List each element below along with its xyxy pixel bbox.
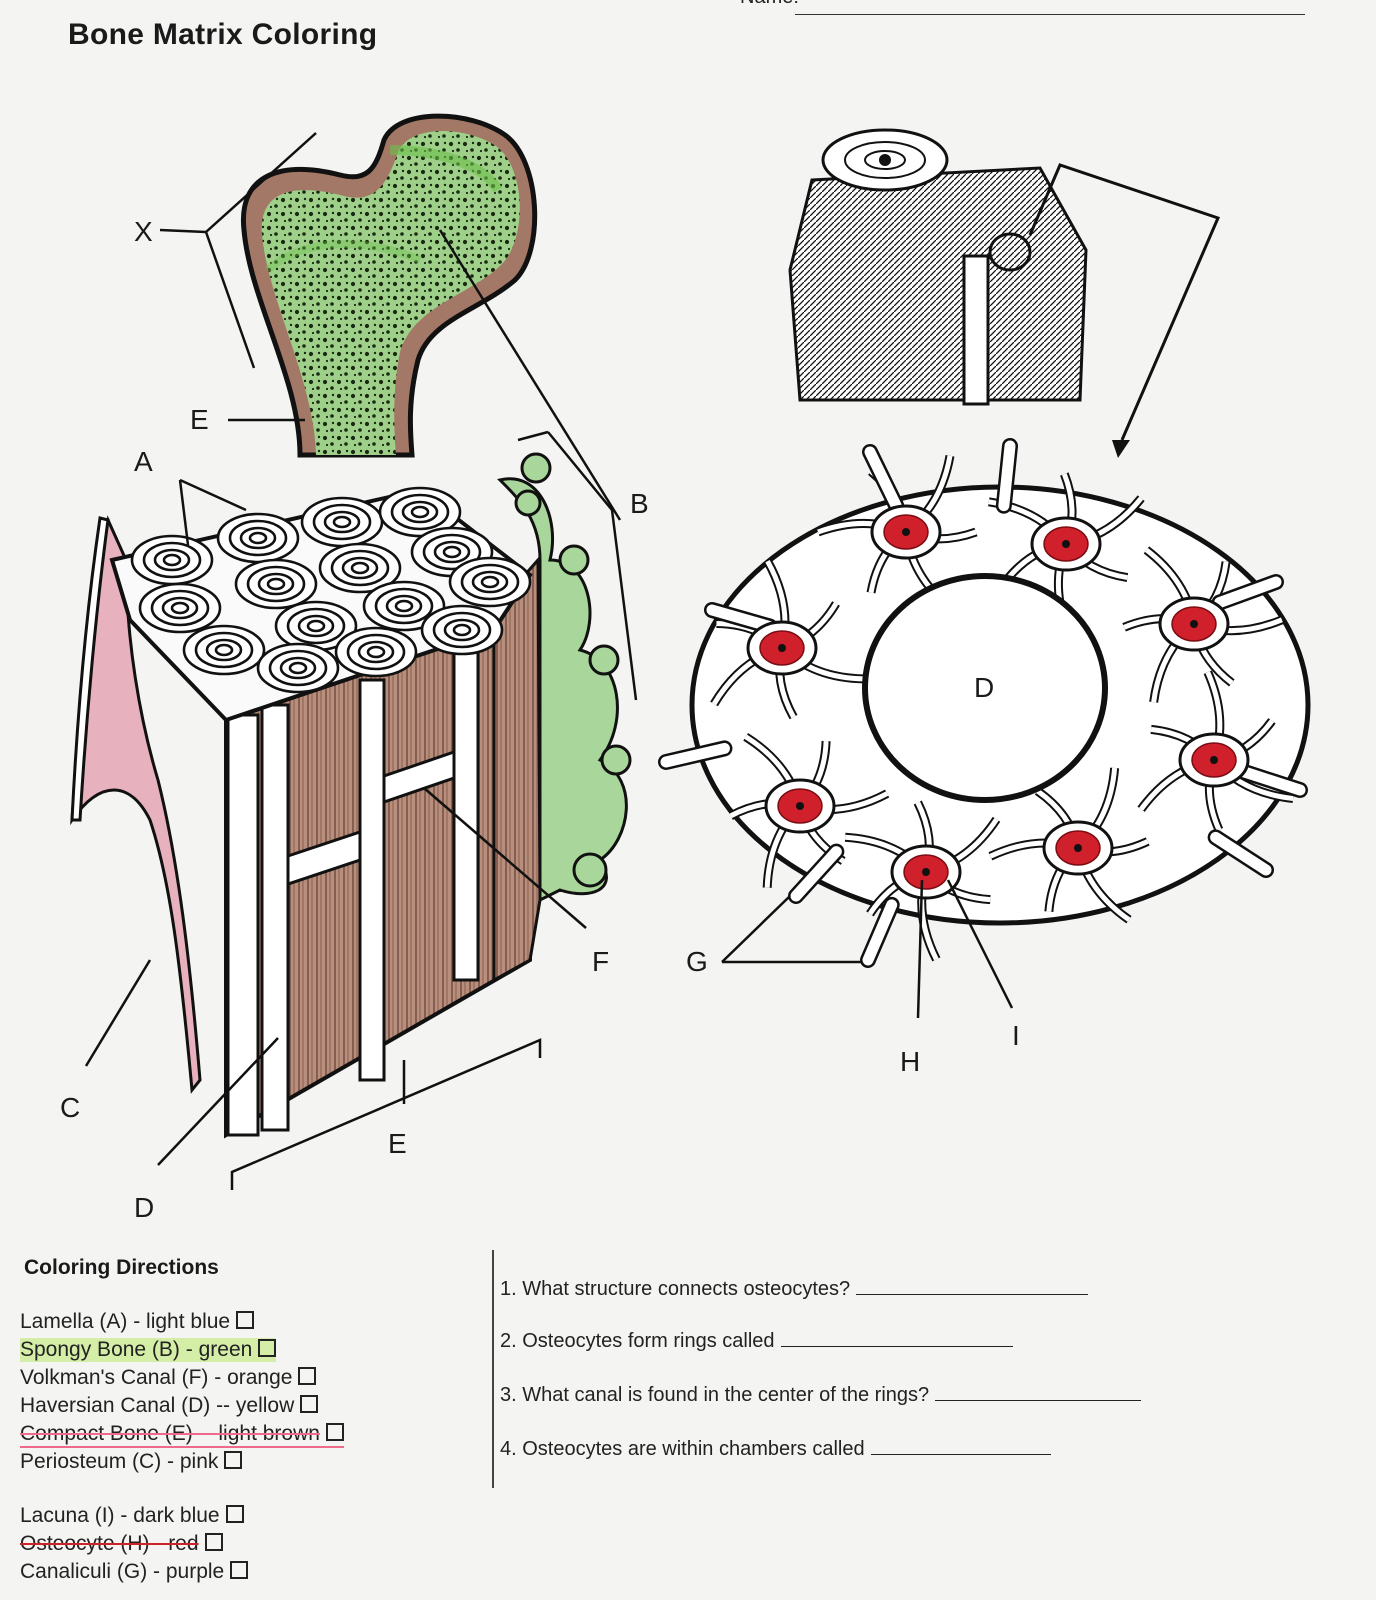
osteon-cross-section bbox=[658, 438, 1311, 1019]
osteocyte-in-lacuna bbox=[1042, 820, 1114, 876]
direction-compact-bone: Compact Bone (E) -- light brown bbox=[20, 1422, 344, 1448]
osteon-ring bbox=[448, 556, 532, 608]
osteon-ring bbox=[256, 642, 340, 694]
direction-text: Volkman's Canal (F) - orange bbox=[20, 1366, 293, 1389]
osteon-ring bbox=[130, 534, 214, 586]
osteon-ring bbox=[182, 624, 266, 676]
label-i: I bbox=[1012, 1020, 1020, 1051]
answer-blank[interactable] bbox=[856, 1276, 1089, 1295]
direction-periosteum: Periosteum (C) - pink bbox=[20, 1450, 243, 1474]
label-d-center: D bbox=[974, 672, 995, 703]
direction-spongy-bone: Spongy Bone (B) - green bbox=[20, 1338, 277, 1362]
label-c: C bbox=[60, 1092, 81, 1123]
osteocyte-in-lacuna bbox=[1158, 596, 1230, 652]
checkbox[interactable] bbox=[258, 1339, 277, 1357]
canaliculus-outer-fill bbox=[1237, 766, 1306, 796]
osteon-ring bbox=[274, 600, 358, 652]
osteon-ring bbox=[300, 496, 384, 548]
osteon-ring bbox=[378, 486, 462, 538]
direction-text: Haversian Canal (D) -- yellow bbox=[20, 1394, 295, 1417]
question-4: 4. Osteocytes are within chambers called bbox=[500, 1436, 1051, 1461]
osteon-cutaway-illustration bbox=[788, 128, 1221, 458]
label-e-bottom: E bbox=[388, 1128, 407, 1159]
coloring-directions-heading: Coloring Directions bbox=[24, 1256, 219, 1279]
answer-blank[interactable] bbox=[870, 1436, 1051, 1455]
question-text: 3. What canal is found in the center of … bbox=[500, 1384, 930, 1406]
name-blank-line[interactable] bbox=[795, 14, 1305, 15]
osteon-ring bbox=[420, 604, 504, 656]
compact-bone-block bbox=[70, 430, 638, 1190]
direction-lacuna: Lacuna (I) - dark blue bbox=[20, 1504, 244, 1528]
canaliculus-outer-fill bbox=[660, 742, 730, 768]
direction-text: Lacuna (I) - dark blue bbox=[20, 1504, 220, 1527]
osteon-ring bbox=[318, 542, 402, 594]
name-label: Name: bbox=[740, 0, 799, 9]
question-text: 2. Osteocytes form rings called bbox=[500, 1330, 775, 1352]
label-a: A bbox=[134, 446, 153, 477]
answer-blank[interactable] bbox=[780, 1328, 1013, 1347]
femur-illustration bbox=[159, 113, 622, 521]
question-3: 3. What canal is found in the center of … bbox=[500, 1382, 1142, 1407]
osteocyte-in-lacuna bbox=[1030, 516, 1102, 572]
checkbox[interactable] bbox=[300, 1395, 319, 1413]
checkbox[interactable] bbox=[225, 1505, 244, 1523]
direction-haversian-canal: Haversian Canal (D) -- yellow bbox=[20, 1394, 319, 1418]
checkbox[interactable] bbox=[236, 1311, 255, 1329]
checkbox[interactable] bbox=[298, 1367, 317, 1385]
checkbox[interactable] bbox=[204, 1533, 223, 1551]
label-e-top: E bbox=[190, 404, 209, 435]
direction-text: Osteocyte (H) - red bbox=[20, 1532, 199, 1555]
canaliculus-outer-fill bbox=[706, 604, 776, 632]
osteon-ring bbox=[216, 512, 300, 564]
direction-text: Lamella (A) - light blue bbox=[20, 1310, 231, 1333]
direction-text: Periosteum (C) - pink bbox=[20, 1450, 219, 1473]
canaliculus-outer-fill bbox=[1210, 831, 1272, 876]
direction-osteocyte: Osteocyte (H) - red bbox=[20, 1532, 223, 1556]
checkbox[interactable] bbox=[224, 1451, 243, 1469]
osteon-ring bbox=[234, 558, 318, 610]
section-divider bbox=[492, 1250, 494, 1488]
label-b: B bbox=[630, 488, 649, 519]
osteon-rings bbox=[130, 486, 532, 694]
direction-volkmans-canal: Volkman's Canal (F) - orange bbox=[20, 1366, 317, 1390]
direction-text: Canaliculi (G) - purple bbox=[20, 1560, 225, 1583]
question-text: 1. What structure connects osteocytes? bbox=[500, 1278, 851, 1300]
osteocyte-in-lacuna bbox=[890, 844, 962, 900]
osteocyte-in-lacuna bbox=[1178, 732, 1250, 788]
canaliculus-outer-fill bbox=[1214, 576, 1282, 609]
osteocyte-in-lacuna bbox=[746, 620, 818, 676]
canaliculus-outer-fill bbox=[864, 446, 902, 512]
label-h: H bbox=[900, 1046, 921, 1077]
osteon-ring bbox=[138, 582, 222, 634]
checkbox[interactable] bbox=[325, 1423, 344, 1441]
osteocyte-in-lacuna bbox=[764, 778, 836, 834]
direction-lamella: Lamella (A) - light blue bbox=[20, 1310, 255, 1334]
canaliculus-outer-fill bbox=[790, 846, 842, 902]
question-1: 1. What structure connects osteocytes? bbox=[500, 1276, 1089, 1301]
direction-text: Spongy Bone (B) - green bbox=[20, 1338, 253, 1361]
label-g: G bbox=[686, 946, 708, 977]
label-f: F bbox=[592, 946, 610, 977]
question-text: 4. Osteocytes are within chambers called bbox=[500, 1438, 865, 1460]
osteocyte-in-lacuna bbox=[870, 504, 942, 560]
canaliculus-outer-fill bbox=[862, 899, 898, 966]
osteon-ring bbox=[334, 626, 418, 678]
direction-text: Compact Bone (E) -- light brown bbox=[20, 1422, 320, 1445]
checkbox[interactable] bbox=[230, 1561, 249, 1579]
label-x: X bbox=[134, 216, 153, 247]
direction-canaliculi: Canaliculi (G) - purple bbox=[20, 1560, 249, 1584]
worksheet-title: Bone Matrix Coloring bbox=[68, 18, 378, 51]
label-d-left: D bbox=[134, 1192, 155, 1223]
osteon-ring bbox=[362, 580, 446, 632]
question-2: 2. Osteocytes form rings called bbox=[500, 1328, 1013, 1353]
canaliculus-outer-fill bbox=[998, 440, 1016, 512]
answer-blank[interactable] bbox=[935, 1382, 1142, 1401]
